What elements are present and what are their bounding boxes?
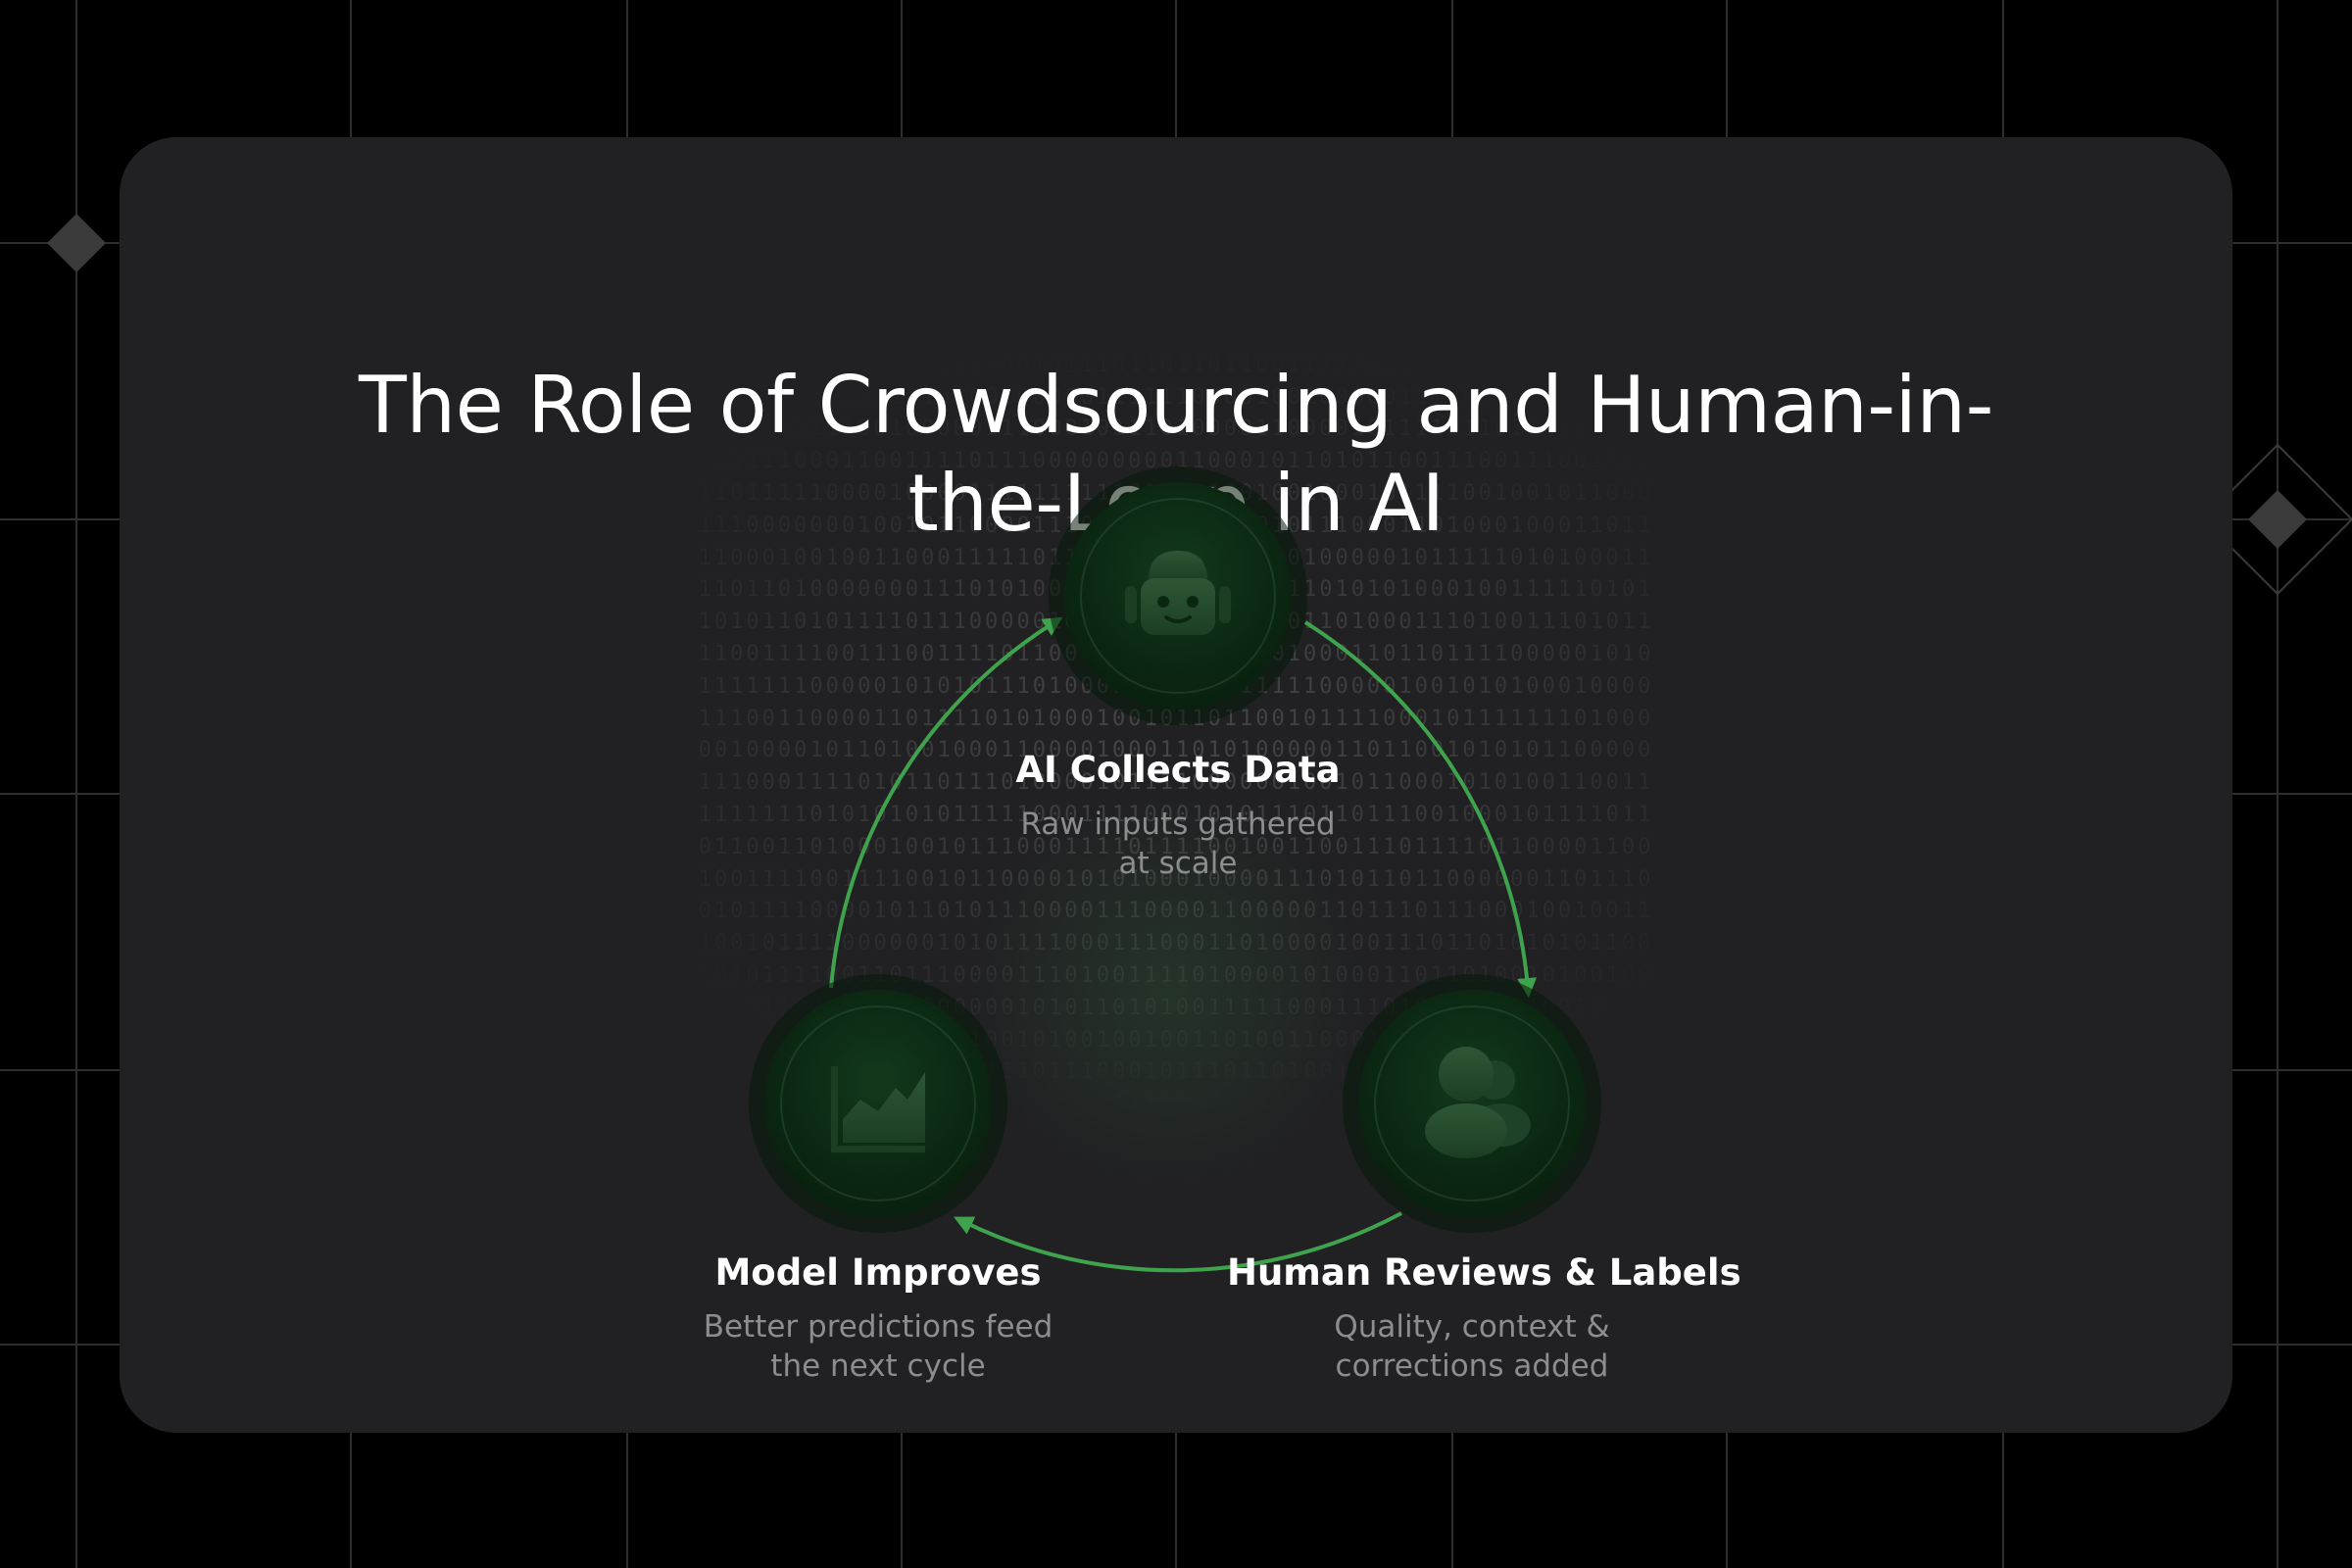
- area-chart-icon: [831, 1066, 925, 1152]
- arrow-data-to-review: [1303, 620, 1538, 998]
- step-title-ai-collects-data: AI Collects Data: [1015, 749, 1341, 791]
- step-title-model-improves: Model Improves: [714, 1251, 1042, 1294]
- diamond-decoration: [47, 214, 106, 272]
- step-title-human-reviews-labels: Human Reviews & Labels: [1227, 1251, 1741, 1294]
- center-glow: [962, 784, 1374, 1196]
- step-description-ai-collects-data: Raw inputs gathered at scale: [1020, 807, 1336, 881]
- step-description-model-improves: Better predictions feed the next cycle: [703, 1309, 1054, 1384]
- diagram-card: 1011110111101010011100100011001000011010…: [120, 137, 2232, 1433]
- robot-icon: [1125, 551, 1231, 635]
- arrow-model-to-data: [829, 616, 1063, 989]
- node-ai-collects-data: [1064, 482, 1292, 710]
- arrow-review-to-model: [954, 1211, 1402, 1273]
- step-description-human-reviews-labels: Quality, context & corrections added: [1334, 1309, 1610, 1384]
- node-model-improves: [764, 990, 992, 1217]
- users-icon: [1425, 1047, 1531, 1158]
- diamond-decoration: [2248, 490, 2307, 549]
- node-human-reviews-labels: [1358, 990, 1586, 1217]
- cycle-arrows: [829, 616, 1538, 1273]
